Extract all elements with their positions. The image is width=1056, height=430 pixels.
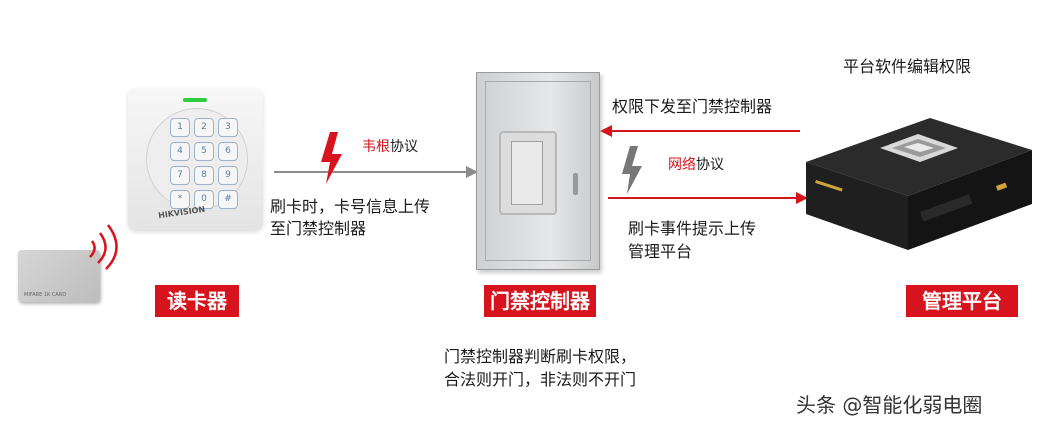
keypad-key: 5 <box>194 142 214 161</box>
keypad-key: 0 <box>194 190 214 209</box>
wiegand-desc-line2: 至门禁控制器 <box>270 219 367 238</box>
network-protocol: 网络协议 <box>668 154 724 176</box>
uplink-text-line2: 管理平台 <box>628 242 693 261</box>
controller-cabinet <box>476 72 600 270</box>
network-protocol-black: 协议 <box>696 157 724 173</box>
controller-label: 门禁控制器 <box>484 285 596 317</box>
keypad-key: 6 <box>218 142 238 161</box>
keypad-key: 2 <box>194 118 214 137</box>
lightning-icon <box>321 132 342 184</box>
card-text: MIFARE 1K CARD <box>24 292 67 298</box>
keypad-key: 1 <box>170 118 190 137</box>
uplink-text-line1: 刷卡事件提示上传 <box>628 219 757 238</box>
wiegand-protocol: 韦根协议 <box>362 136 418 158</box>
keypad-key: 8 <box>194 166 214 185</box>
controller-note-line2: 合法则开门，非法则不开门 <box>444 370 637 389</box>
keypad-key: # <box>218 190 238 209</box>
access-card: MIFARE 1K CARD <box>18 250 100 302</box>
keypad-key: 9 <box>218 166 238 185</box>
network-protocol-red: 网络 <box>668 157 696 173</box>
wiegand-arrow <box>274 166 478 178</box>
watermark: 头条 @智能化弱电圈 <box>796 393 983 417</box>
platform-label: 管理平台 <box>906 285 1018 317</box>
reader-brand: HIKVISION <box>157 204 206 221</box>
platform-note: 平台软件编辑权限 <box>843 57 972 76</box>
wiegand-desc-line1: 刷卡时，卡号信息上传 <box>270 197 431 216</box>
uplink-arrow <box>608 192 808 204</box>
cabinet-handle <box>573 173 578 195</box>
downlink-arrow <box>600 125 800 137</box>
keypad-key: 3 <box>218 118 238 137</box>
keypad-key: 4 <box>170 142 190 161</box>
downlink-text: 权限下发至门禁控制器 <box>612 97 773 116</box>
door-icon <box>499 131 557 215</box>
reader-label: 读卡器 <box>155 285 239 317</box>
management-server <box>806 118 1032 250</box>
rf-wave-icon <box>89 224 118 270</box>
keypad-key: 7 <box>170 166 190 185</box>
wiegand-protocol-black: 协议 <box>390 139 418 155</box>
status-led <box>183 98 207 102</box>
lightning-icon-network <box>622 146 642 194</box>
keypad-key: * <box>170 190 190 209</box>
controller-note-line1: 门禁控制器判断刷卡权限， <box>444 347 637 366</box>
wiegand-protocol-red: 韦根 <box>362 139 390 155</box>
